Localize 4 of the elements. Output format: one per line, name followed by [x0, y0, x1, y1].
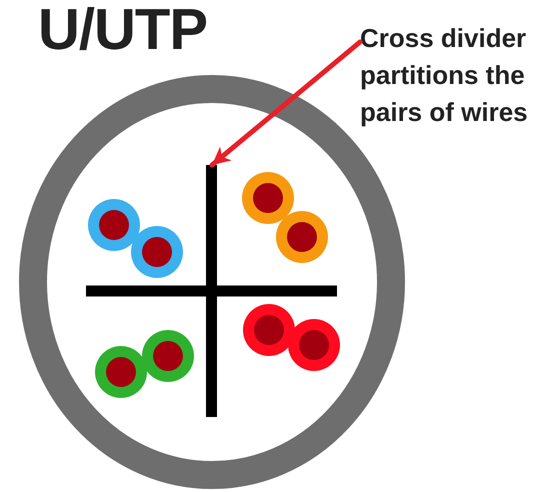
leader-arrow [210, 40, 362, 168]
callout-text: Cross divider partitions the pairs of wires [360, 20, 538, 131]
title: U/UTP [38, 0, 207, 60]
cross-divider [86, 165, 337, 417]
